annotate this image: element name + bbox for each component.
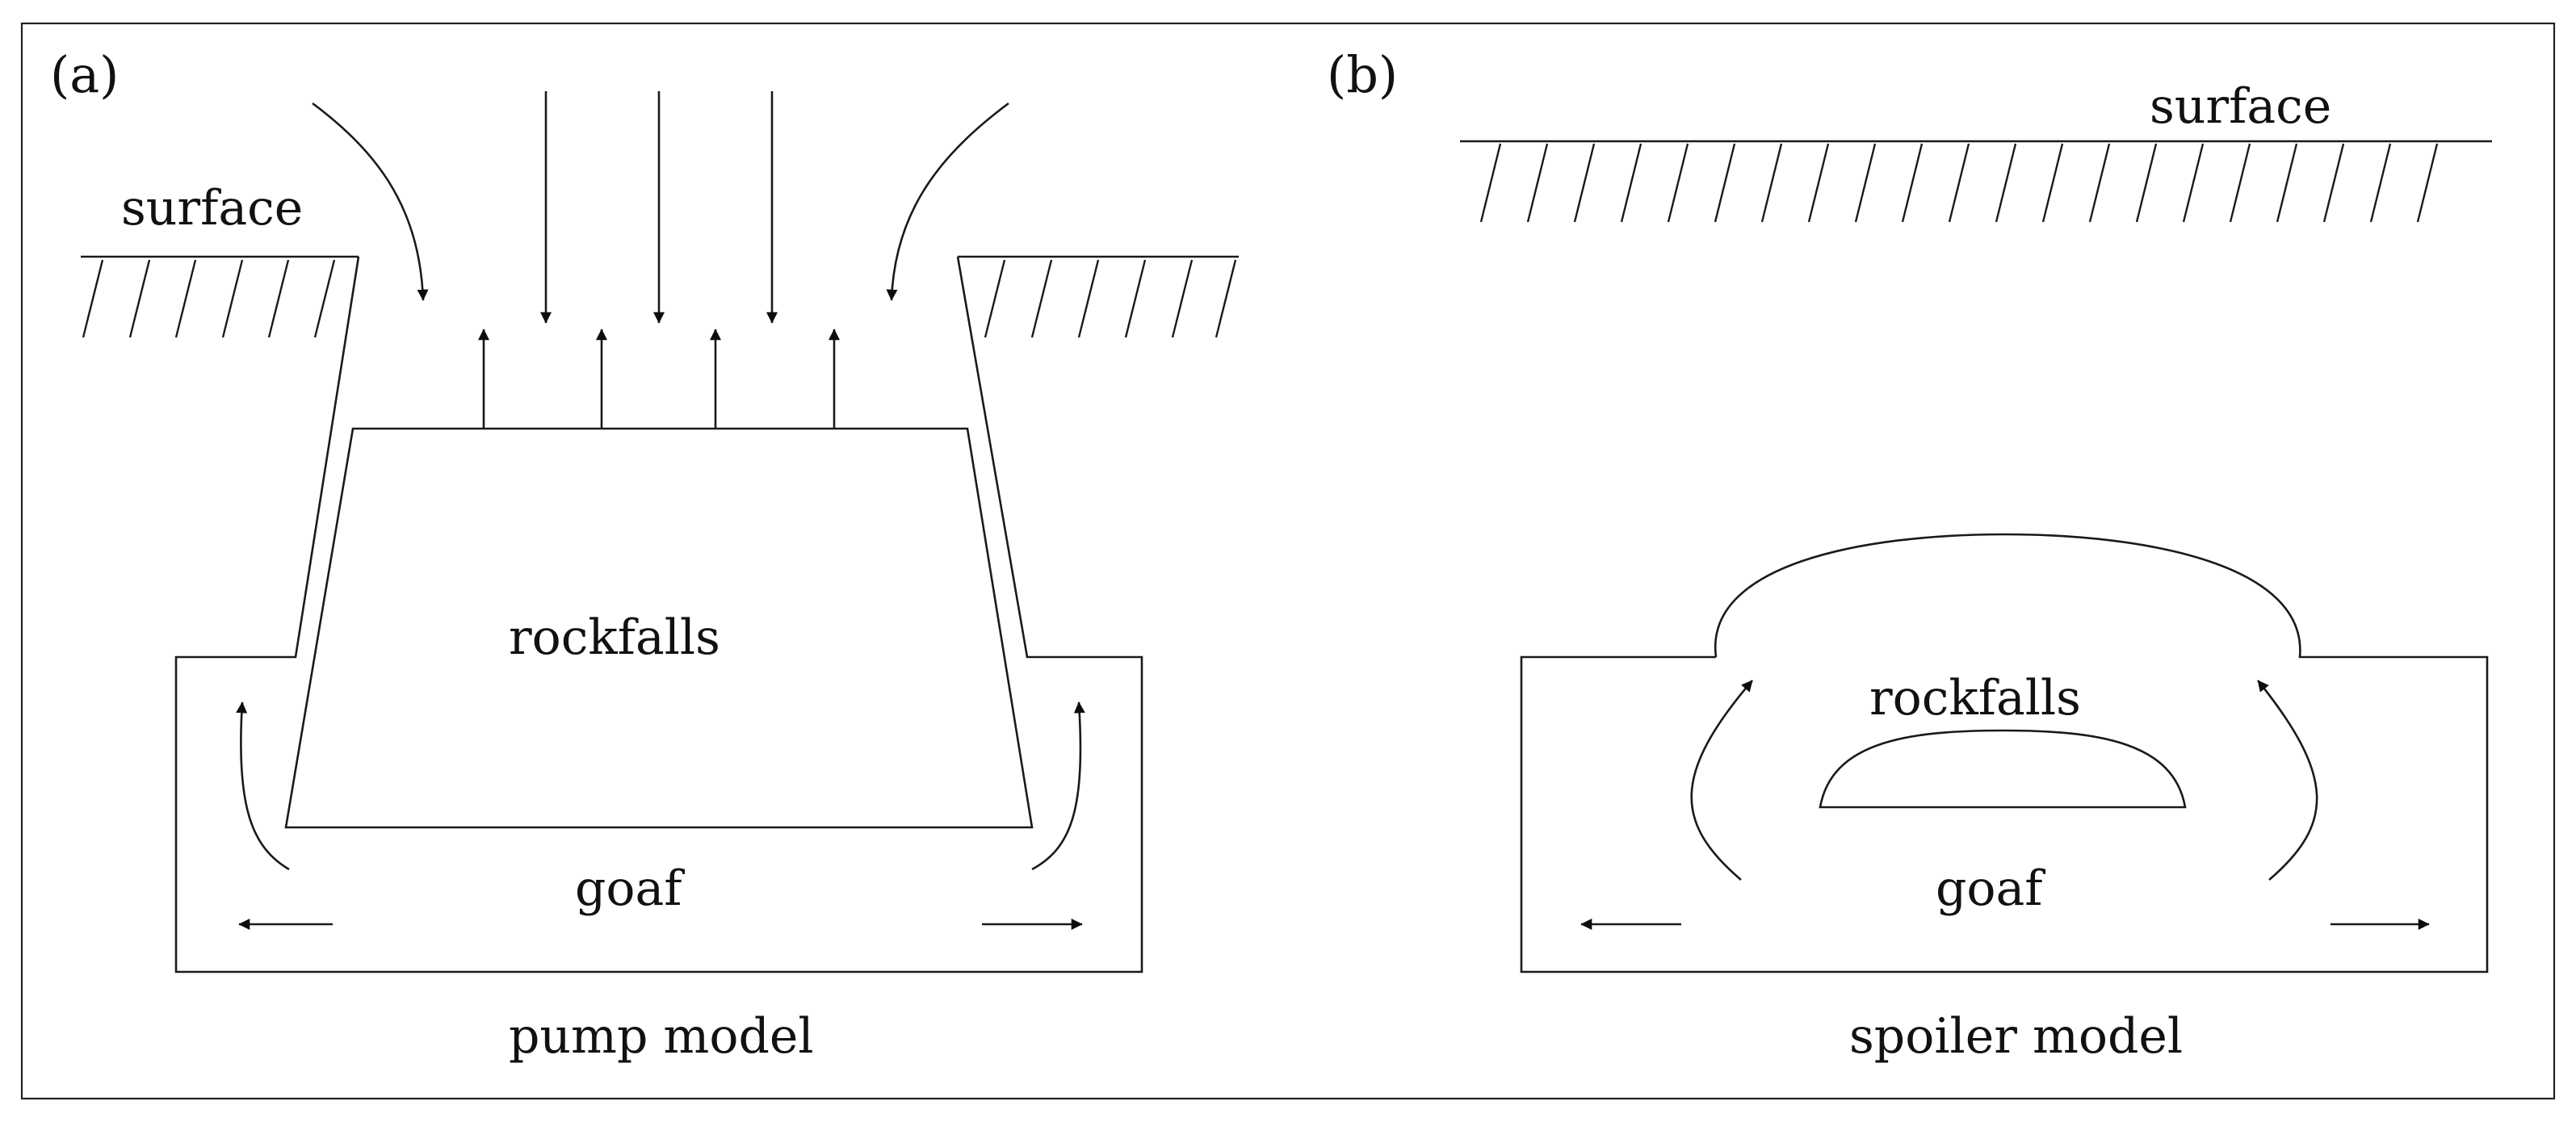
panel-b: (b) surface [1327,45,2492,1065]
panel-b-goaf-boundary [1520,533,2489,973]
panel-a-upward-arrows [478,329,840,429]
panel-a-right-ground-surface [958,255,1239,338]
arrow-curved-up-right [1031,701,1085,871]
panel-a-goaf-label: goaf [575,860,685,917]
panel-a-surface-label: surface [121,180,303,237]
panel-b-ground-surface [1460,140,2492,223]
figure-frame [20,22,2556,1100]
panel-a-rockfalls-block [284,427,1034,829]
panel-a-side-flow-arrows [236,701,1085,930]
arrow-curved-up-right [2256,680,2318,881]
panel-b-goaf-label: goaf [1936,860,2045,917]
panel-a: (a) surface [50,45,1239,1065]
panel-a-goaf-boundary [174,256,1143,973]
panel-a-left-ground-surface [81,255,359,338]
panel-a-left-ground-hatching [82,259,336,338]
arrow-down [886,102,1009,301]
panel-b-rockfalls-mound [1819,729,2187,809]
panel-b-caption: spoiler model [1849,1008,2183,1065]
arrow-down [312,102,429,301]
panel-b-label: (b) [1327,45,1398,104]
arrow-curved-up-left [236,701,290,871]
panel-a-caption: pump model [509,1008,814,1065]
panel-a-label: (a) [50,45,119,104]
panel-b-surface-label: surface [2150,78,2331,135]
panel-b-rockfalls-label: rockfalls [1869,670,2081,726]
panel-a-inflow-arrows [312,91,1009,324]
panel-a-right-ground-hatching [984,259,1237,338]
panel-b-ground-hatching [1479,143,2439,223]
panel-b-flow-arrows [1580,680,2430,930]
arrow-curved-up-left [1690,680,1753,881]
panel-a-rockfalls-label: rockfalls [509,609,720,666]
